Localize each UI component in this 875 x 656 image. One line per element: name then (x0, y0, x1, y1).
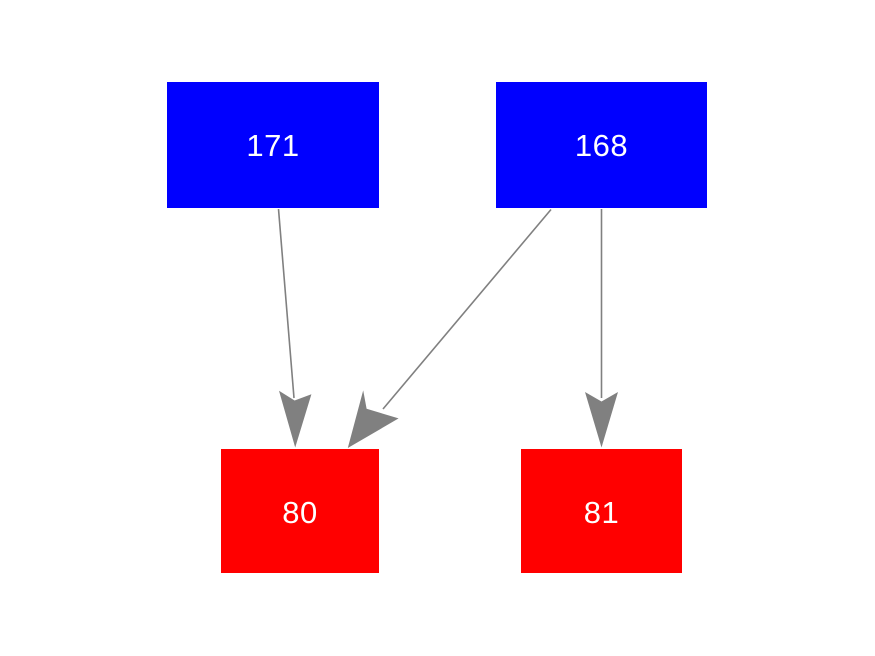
arrowhead-168-to-81 (585, 392, 618, 448)
edge-168-to-81 (585, 209, 618, 448)
node-80-box[interactable] (221, 449, 379, 573)
edge-171-to-80 (277, 208, 312, 448)
node-81-label: 81 (584, 495, 619, 530)
arrowhead-171-to-80 (279, 390, 312, 448)
edge-line-168-to-80 (382, 208, 552, 410)
node-171-label: 171 (246, 128, 299, 163)
node-171[interactable]: 171 (167, 82, 379, 208)
edge-168-to-80 (347, 208, 552, 448)
node-80-label: 80 (282, 495, 317, 530)
node-168-label: 168 (575, 128, 628, 163)
arrowhead-168-to-80 (347, 390, 399, 448)
node-81[interactable]: 81 (521, 449, 682, 573)
node-168[interactable]: 168 (496, 82, 707, 208)
edge-line-171-to-80 (277, 208, 295, 399)
node-80[interactable]: 80 (221, 449, 379, 573)
node-168-box[interactable] (496, 82, 707, 208)
node-171-box[interactable] (167, 82, 379, 208)
node-81-box[interactable] (521, 449, 682, 573)
